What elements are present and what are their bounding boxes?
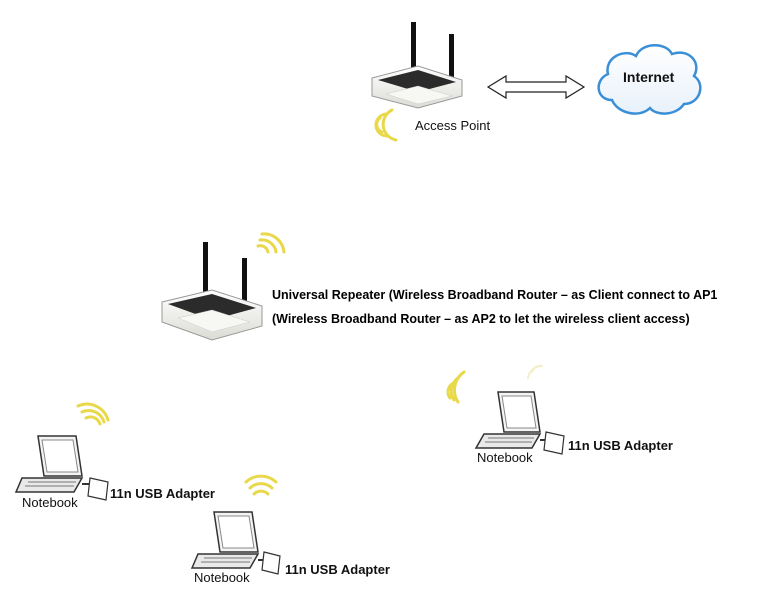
notebook-wifi-icon [448, 372, 464, 402]
internet-label: Internet [623, 69, 674, 85]
repeater-router-icon [162, 242, 262, 340]
access-point-label: Access Point [415, 118, 490, 133]
notebook-laptop-icon [192, 512, 258, 568]
usb-adapter-label: 11n USB Adapter [110, 486, 215, 501]
notebook-label: Notebook [22, 495, 78, 510]
repeater-description-line1: Universal Repeater (Wireless Broadband R… [272, 288, 717, 302]
notebook-laptop-icon [16, 436, 82, 492]
access-point-router-icon [372, 22, 462, 108]
notebook-label: Notebook [194, 570, 250, 585]
repeater-description-line2: (Wireless Broadband Router – as AP2 to l… [272, 312, 690, 326]
notebook-wifi-icon [246, 476, 276, 494]
notebook-label: Notebook [477, 450, 533, 465]
access-point-wifi-icon [376, 110, 396, 140]
connection-arrow-icon [488, 76, 584, 98]
usb-adapter-label: 11n USB Adapter [568, 438, 673, 453]
usb-adapter-icon [82, 478, 108, 500]
notebook-laptop-icon [476, 392, 540, 448]
usb-adapter-icon [258, 552, 280, 574]
notebook-wifi-icon [78, 404, 108, 424]
usb-adapter-label: 11n USB Adapter [285, 562, 390, 577]
notebook-wifi-icon [528, 366, 542, 378]
usb-adapter-icon [540, 432, 564, 454]
repeater-wifi-icon [258, 234, 284, 252]
